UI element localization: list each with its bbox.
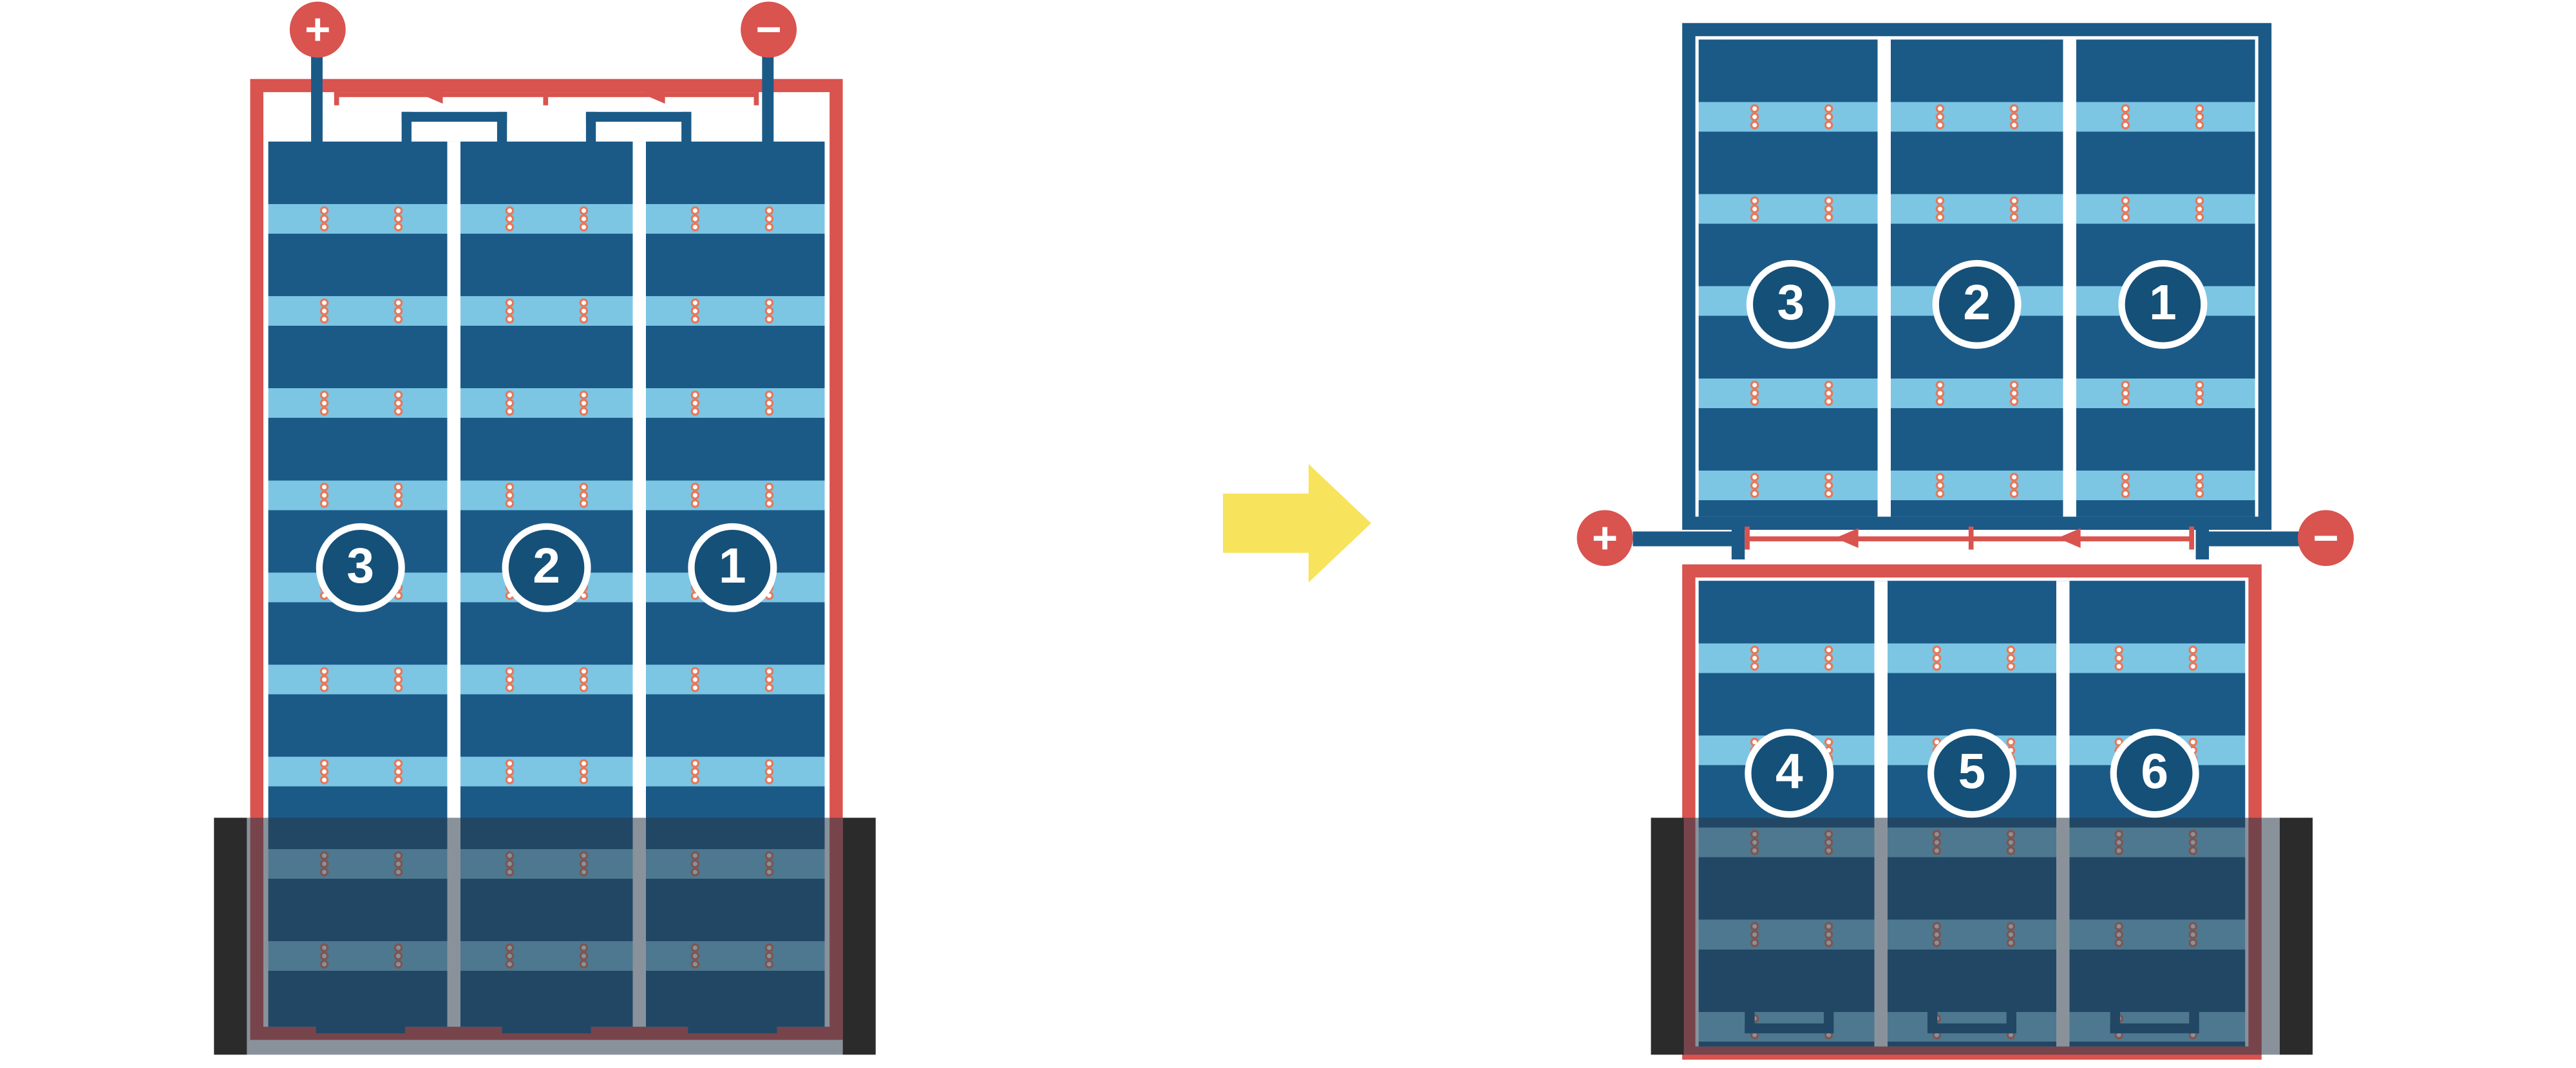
shade-overlay [1683, 818, 2280, 1055]
string-circle: 1 [688, 523, 777, 612]
transform-arrow-icon [1223, 464, 1372, 583]
right-top-frame [1682, 23, 2272, 530]
top-interconnect [1719, 42, 1862, 93]
string-circle: 4 [1745, 729, 1834, 818]
string-circle: 3 [316, 523, 405, 612]
transform-arrow-shape [1223, 464, 1372, 583]
string-circle: 2 [1932, 259, 2022, 349]
wire-tick [543, 82, 549, 106]
current-direction-arrow-icon [2057, 528, 2081, 548]
wire-tick [1968, 526, 1974, 550]
top-interconnect [1901, 584, 2043, 634]
shade-end-bar [214, 818, 247, 1055]
top-interconnect [2092, 42, 2234, 93]
minus-terminal-icon: − [741, 1, 797, 58]
wire-tick [334, 82, 339, 106]
positive-stem [311, 49, 323, 152]
negative-stem [762, 49, 774, 152]
top-interconnect [2083, 584, 2226, 634]
top-interconnect [585, 111, 692, 162]
shade-end-bar [2279, 818, 2313, 1055]
wire-tick [2189, 526, 2195, 550]
positive-bus [1633, 531, 1742, 547]
shade-end-bar [1651, 818, 1684, 1055]
plus-terminal-icon: + [1577, 510, 1633, 567]
minus-terminal-icon: − [2298, 510, 2354, 567]
string-circle: 1 [2118, 259, 2208, 349]
shade-end-bar [842, 818, 876, 1055]
negative-bus [2197, 531, 2300, 547]
string-circle: 2 [502, 523, 591, 612]
plus-terminal-icon: + [289, 1, 346, 58]
string-circle: 6 [2110, 729, 2199, 818]
shade-overlay [247, 818, 843, 1055]
wire-tick [1745, 526, 1750, 550]
current-direction-arrow-icon [641, 84, 665, 104]
top-interconnect [1906, 42, 2048, 93]
current-direction-arrow-icon [419, 84, 443, 104]
wire-tick [753, 82, 759, 106]
string-circle: 3 [1746, 259, 1835, 349]
top-interconnect [401, 111, 507, 162]
string-circle: 5 [1927, 729, 2016, 818]
top-interconnect [1718, 584, 1861, 634]
current-direction-arrow-icon [1835, 528, 1859, 548]
